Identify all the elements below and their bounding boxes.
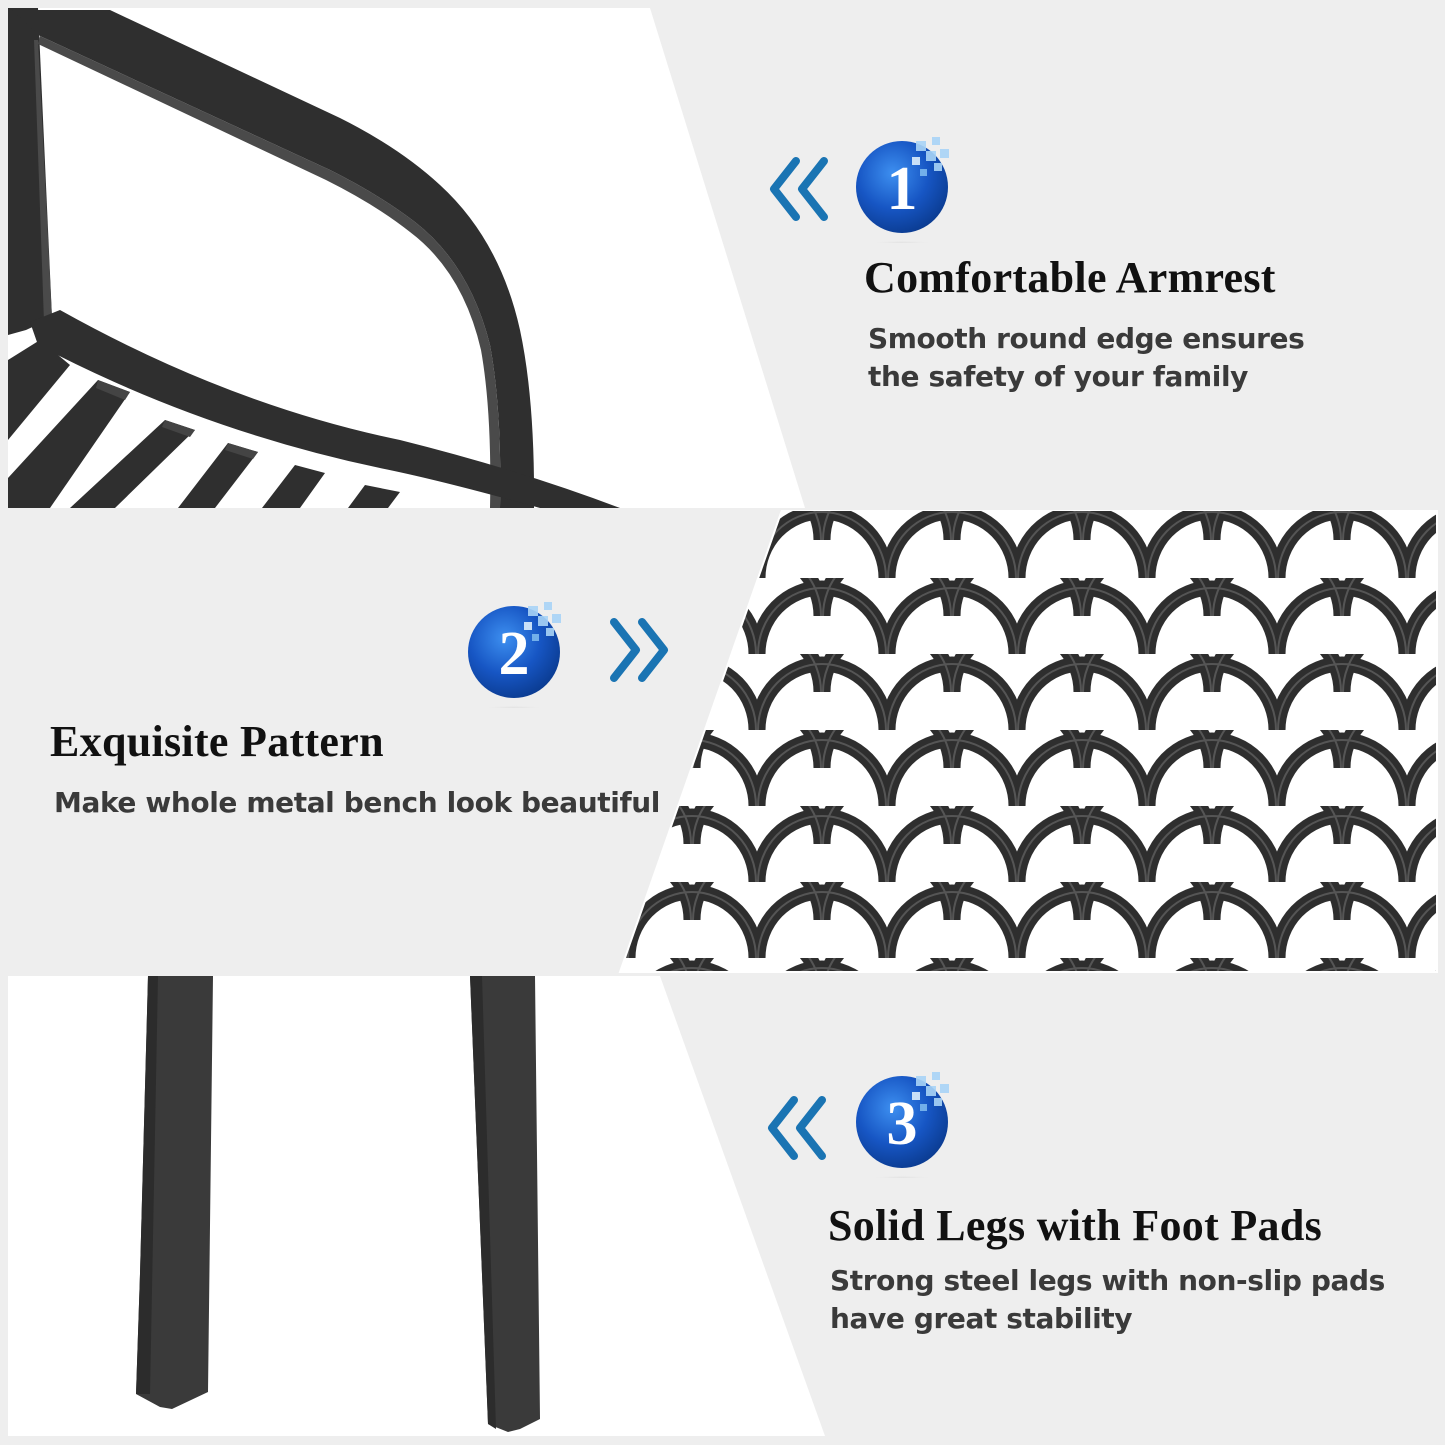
bench-legs-illustration [8,976,825,1436]
svg-text:1: 1 [887,155,918,223]
feature-title: Solid Legs with Foot Pads [828,1201,1323,1250]
feature-description: Smooth round edge ensures the safety of … [868,320,1305,396]
fish-scale-pattern-illustration [618,510,1438,973]
description-line-1: Strong steel legs with non-slip pads [830,1264,1385,1297]
double-chevron-left-icon [768,1096,826,1160]
feature-description: Make whole metal bench look beautiful [54,784,660,822]
feature-armrest-panel: 1 Comfortable Armrest Smooth round edge … [0,0,1445,510]
svg-text:2: 2 [499,620,530,688]
number-badge-2: 2 [468,602,561,708]
feature-title: Comfortable Armrest [864,253,1276,302]
feature-title: Exquisite Pattern [50,717,384,766]
feature-legs-panel: 3 Solid Legs with Foot Pads Strong steel… [0,974,1445,1445]
double-chevron-right-icon [610,618,668,682]
description-line-1: Smooth round edge ensures [868,322,1305,355]
description-line-1: Make whole metal bench look beautiful [54,786,660,819]
svg-text:3: 3 [887,1090,918,1158]
number-badge-1: 1 [856,137,949,243]
description-line-2: the safety of your family [868,360,1249,393]
description-line-2: have great stability [830,1302,1133,1335]
double-chevron-left-icon [770,157,828,221]
feature-description: Strong steel legs with non-slip pads hav… [830,1262,1385,1338]
chair-armrest-illustration [8,8,805,508]
number-badge-3: 3 [856,1072,949,1178]
feature-pattern-panel: 2 Exquisite Pattern Make whole metal ben… [0,510,1445,974]
